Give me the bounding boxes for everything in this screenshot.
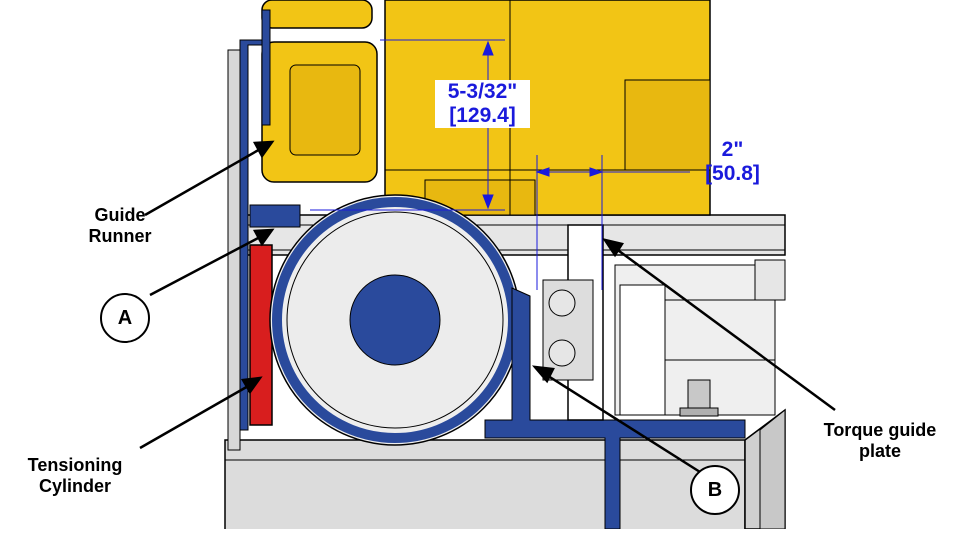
torque-guide-plate-line1: Torque guide [823, 420, 937, 440]
horizontal-dimension-mm: [50.8] [705, 162, 760, 186]
frame [224, 49, 786, 531]
horizontal-dimension-inch: 2" [721, 138, 744, 161]
vertical-dimension-inch: 5-3/32" [447, 80, 518, 103]
callout-b: B [690, 465, 740, 515]
horizontal-dimension: 2" [50.8] [685, 138, 780, 186]
vertical-dimension-mm: [129.4] [449, 104, 516, 128]
guide-runner-line2: Runner [88, 225, 152, 246]
guide-runner-label: Guide Runner [60, 205, 180, 246]
torque-guide-plate-line2: plate [858, 440, 901, 461]
tensioning-cylinder-line1: Tensioning [27, 455, 123, 475]
red-cylinder [249, 244, 273, 426]
blue-bracket [239, 9, 301, 431]
vertical-dimension: 5-3/32" [129.4] [435, 80, 530, 129]
leader-arrows [139, 140, 836, 474]
wheel [269, 194, 521, 446]
guide-runner-line1: Guide [94, 205, 146, 225]
callout-a: A [100, 293, 150, 343]
tensioning-cylinder-label: Tensioning Cylinder [0, 455, 150, 496]
tensioning-cylinder-line2: Cylinder [38, 475, 112, 496]
torque-guide-plate [542, 224, 604, 421]
torque-guide-plate-label: Torque guide plate [805, 420, 955, 461]
